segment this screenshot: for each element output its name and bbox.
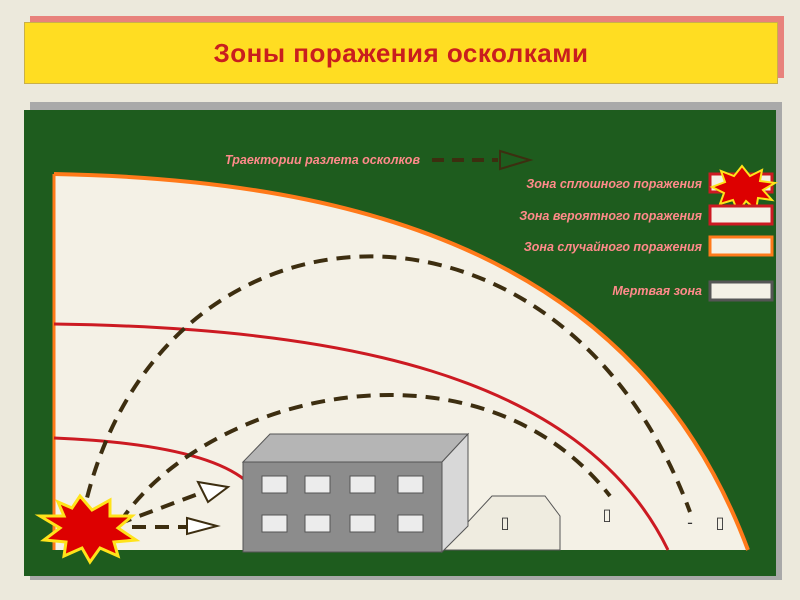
trajectory-mid	[118, 393, 612, 524]
legend-trajectory-label: Траектории разлета осколков	[225, 153, 421, 167]
window	[304, 514, 331, 533]
window	[304, 475, 331, 494]
marker-dash: -	[687, 513, 693, 532]
arrow-head-flat	[186, 516, 221, 536]
building-windows	[261, 475, 424, 533]
legend-label-random: Зона случайного поражения	[524, 240, 703, 254]
title-banner: Зоны поражения осколками	[24, 22, 778, 84]
arrow-head-low	[196, 480, 231, 504]
trajectory-high	[80, 254, 692, 521]
legend-label-probable: Зона вероятного поражения	[519, 209, 702, 223]
continuous-zone-boundary	[53, 436, 246, 482]
dead-zone	[440, 495, 561, 551]
explosion-icon	[34, 493, 141, 565]
window	[397, 514, 424, 533]
legend-explosion-icon	[709, 164, 779, 215]
marker-glyph: ▯	[716, 513, 725, 532]
probable-zone-boundary	[53, 322, 670, 551]
random-zone-boundary	[53, 172, 750, 551]
building-top	[241, 433, 470, 463]
window	[349, 514, 376, 533]
trajectories	[80, 254, 692, 529]
marker-glyph: ▯	[501, 513, 510, 532]
window	[261, 514, 288, 533]
window	[397, 475, 424, 494]
page-title: Зоны поражения осколками	[213, 37, 589, 68]
marker-glyph: ▯	[603, 505, 612, 524]
legend-label-dead: Мертвая зона	[612, 284, 702, 298]
window	[261, 475, 288, 494]
window	[349, 475, 376, 494]
legend-swatch-random	[708, 235, 774, 257]
legend-swatch-probable	[708, 204, 774, 226]
legend-trajectory-arrow	[499, 149, 534, 171]
legend-label-continuous: Зона сплошного поражения	[526, 177, 702, 191]
legend-swatch-dead	[708, 280, 774, 302]
trajectory-low	[117, 492, 199, 526]
